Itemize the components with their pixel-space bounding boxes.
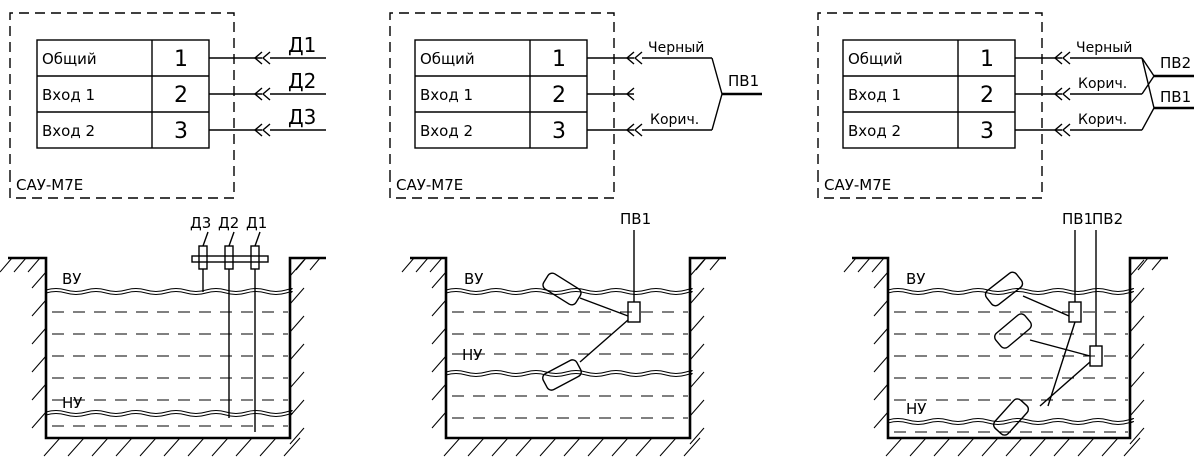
wire-label-brown: Корич. xyxy=(650,112,699,128)
wire-label-d1: Д1 xyxy=(288,33,316,57)
terminal-label-input-2: Вход 2 xyxy=(420,122,473,140)
scheme-3: Общий Вход 1 Вход 2 1 2 3 САУ-М7Е Черный… xyxy=(817,12,1194,457)
tank-1: ВУ НУ Д3 Д2 Д1 xyxy=(0,214,326,457)
controller-model: САУ-М7Е xyxy=(396,176,463,194)
tank-1-hatching xyxy=(0,257,321,457)
float-switch-pv1: ПВ1 xyxy=(984,210,1093,436)
terminal-number-1: 1 xyxy=(552,47,566,72)
terminal-label-common: Общий xyxy=(42,50,97,68)
lower-level-label: НУ xyxy=(62,394,82,412)
terminal-label-common: Общий xyxy=(420,50,475,68)
wire-label-brown-1: Корич. xyxy=(1078,76,1127,92)
wire-label-black: Черный xyxy=(1076,40,1132,56)
wire-label-brown-2: Корич. xyxy=(1078,112,1127,128)
group-label-pv2: ПВ2 xyxy=(1160,54,1191,72)
tank-1-water: ВУ НУ xyxy=(45,270,293,427)
wire-connections: Черный Корич. Корич. ПВ2 ПВ1 xyxy=(1015,40,1194,137)
group-label-pv1: ПВ1 xyxy=(1160,88,1191,106)
controller-box: Общий Вход 1 Вход 2 1 2 3 САУ-М7Е xyxy=(389,12,615,199)
controller-box: Общий Вход 1 Вход 2 1 2 3 САУ-М7Е xyxy=(9,12,235,199)
terminal-number-2: 2 xyxy=(174,83,188,108)
wire-label-d2: Д2 xyxy=(288,69,316,93)
group-label-pv1: ПВ1 xyxy=(728,72,759,90)
wire-connections: Черный Корич. ПВ1 xyxy=(587,40,762,137)
terminal-number-1: 1 xyxy=(174,47,188,72)
tank-3: ВУ НУ ПВ1 ПВ2 xyxy=(843,210,1168,457)
scheme-2: Общий Вход 1 Вход 2 1 2 3 САУ-М7Е Черный… xyxy=(389,12,762,457)
tank-2: ВУ НУ ПВ1 xyxy=(401,210,726,457)
terminal-label-input-1: Вход 1 xyxy=(848,86,901,104)
terminal-label-input-1: Вход 1 xyxy=(42,86,95,104)
tank-3-water: ВУ НУ xyxy=(887,270,1134,433)
float-switch-pv2: ПВ2 xyxy=(994,210,1123,407)
terminal-label-common: Общий xyxy=(848,50,903,68)
tank-2-water: ВУ НУ xyxy=(445,270,693,419)
upper-level-label: ВУ xyxy=(906,270,925,288)
terminal-number-1: 1 xyxy=(980,47,994,72)
terminal-number-3: 3 xyxy=(980,119,994,144)
tank-2-hatching xyxy=(401,257,721,457)
terminal-label-input-1: Вход 1 xyxy=(420,86,473,104)
scheme-1: Общий Вход 1 Вход 2 1 2 3 САУ-М7Е Д1 Д2 … xyxy=(0,12,326,457)
sensor-label-pv2: ПВ2 xyxy=(1092,210,1123,228)
electrode-holder: Д3 Д2 Д1 xyxy=(190,214,269,432)
terminal-label-input-2: Вход 2 xyxy=(42,122,95,140)
lower-level-label: НУ xyxy=(462,346,482,364)
wire-connections: Д1 Д2 Д3 xyxy=(209,33,326,137)
controller-model: САУ-М7Е xyxy=(16,176,83,194)
lower-level-label: НУ xyxy=(906,400,926,418)
electrode-label-d1: Д1 xyxy=(246,214,267,232)
wire-label-black: Черный xyxy=(648,40,704,56)
float-switch-pv1: ПВ1 xyxy=(542,210,651,391)
upper-level-label: ВУ xyxy=(62,270,81,288)
sensor-label-pv1: ПВ1 xyxy=(620,210,651,228)
upper-level-label: ВУ xyxy=(464,270,483,288)
terminal-number-3: 3 xyxy=(174,119,188,144)
electrode-label-d3: Д3 xyxy=(190,214,211,232)
terminal-number-2: 2 xyxy=(980,83,994,108)
terminal-number-3: 3 xyxy=(552,119,566,144)
terminal-label-input-2: Вход 2 xyxy=(848,122,901,140)
controller-model: САУ-М7Е xyxy=(824,176,891,194)
electrode-label-d2: Д2 xyxy=(218,214,239,232)
tank-3-hatching xyxy=(843,257,1163,457)
sensor-label-pv1: ПВ1 xyxy=(1062,210,1093,228)
controller-box: Общий Вход 1 Вход 2 1 2 3 САУ-М7Е xyxy=(817,12,1043,199)
wire-label-d3: Д3 xyxy=(288,105,316,129)
terminal-number-2: 2 xyxy=(552,83,566,108)
